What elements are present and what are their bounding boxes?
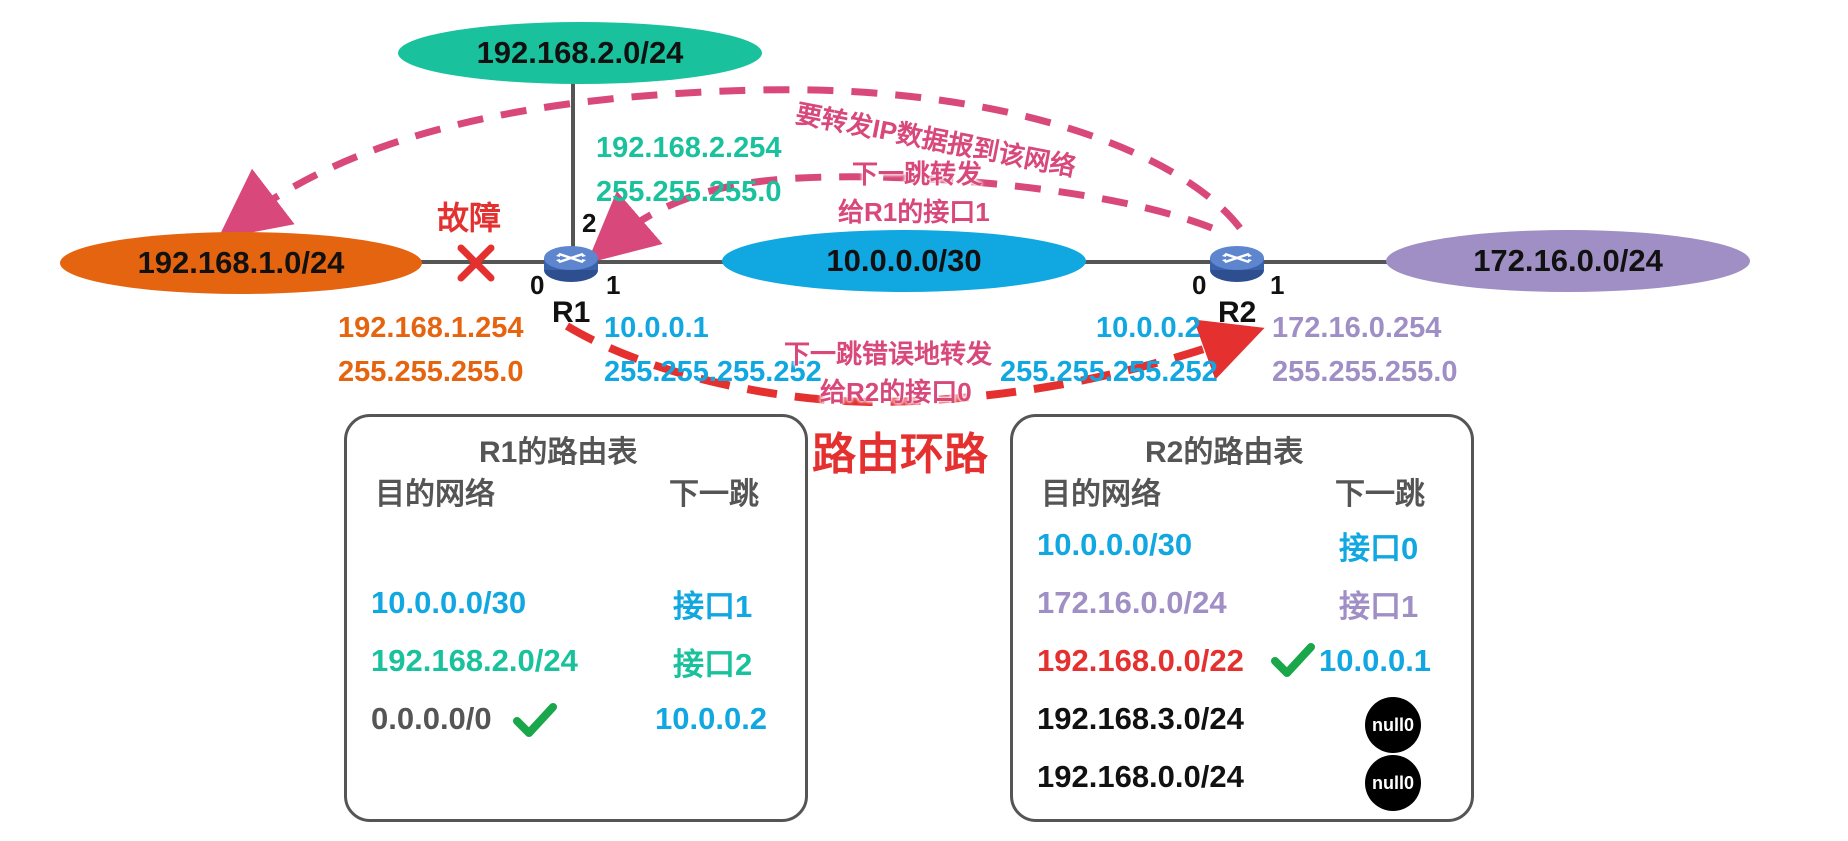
r2-if1-mask: 255.255.255.0 [1272, 356, 1458, 388]
r2-col-dest: 目的网络 [1041, 478, 1161, 511]
r2-name: R2 [1218, 296, 1257, 329]
r2-port-0: 0 [1192, 270, 1207, 300]
r1-table-title: R1的路由表 [479, 436, 638, 469]
r1-row2-dest: 192.168.2.0/24 [371, 643, 578, 678]
r1-if0-ip: 192.168.1.254 [338, 312, 524, 344]
arc-next-hop [586, 173, 1214, 264]
r1-row3-dest: 0.0.0.0/0 [371, 701, 492, 736]
arc-wrong-forward [564, 319, 1265, 407]
r1-if2-ip: 192.168.2.254 [596, 132, 782, 164]
r1-col-next: 下一跳 [669, 478, 759, 511]
annotation-wrong-2: 给R2的接口0 [820, 377, 972, 407]
r2-row2-next: 接口1 [1339, 589, 1419, 624]
r1-col-dest: 目的网络 [375, 478, 495, 511]
router-r1-icon [544, 246, 598, 282]
r1-routing-table: R1的路由表 目的网络 下一跳 10.0.0.0/30 接口1 192.168.… [344, 414, 808, 822]
r2-if0-mask: 255.255.255.252 [1000, 356, 1218, 388]
r2-row4-dest: 192.168.3.0/24 [1037, 701, 1244, 736]
r1-row1-next: 接口1 [673, 589, 753, 624]
fault-x-icon [457, 244, 495, 282]
network-left: 192.168.1.0/24 [60, 232, 422, 294]
fault-label: 故障 [437, 200, 502, 236]
annotation-next-hop-2: 给R1的接口1 [838, 197, 990, 227]
router-r2-icon [1210, 246, 1264, 282]
r2-port-1: 1 [1270, 270, 1285, 300]
network-top: 192.168.2.0/24 [398, 22, 762, 84]
r2-row1-dest: 10.0.0.0/30 [1037, 527, 1193, 562]
null0-badge: null0 [1365, 697, 1421, 753]
r2-row1-next: 接口0 [1339, 531, 1419, 566]
r1-name: R1 [552, 296, 591, 329]
r2-if1-ip: 172.16.0.254 [1272, 312, 1442, 344]
r1-row3-next: 10.0.0.2 [655, 701, 768, 736]
r1-if2-mask: 255.255.255.0 [596, 176, 782, 208]
r1-port-1: 1 [606, 270, 621, 300]
r1-port-2: 2 [582, 208, 597, 238]
r2-row3-dest: 192.168.0.0/22 [1037, 643, 1244, 678]
r1-row2-next: 接口2 [673, 647, 753, 682]
r1-if1-ip: 10.0.0.1 [604, 312, 709, 344]
r2-col-next: 下一跳 [1335, 478, 1425, 511]
r1-if0-mask: 255.255.255.0 [338, 356, 524, 388]
annotation-next-hop-1: 下一跳转发 [852, 159, 983, 189]
r2-row2-dest: 172.16.0.0/24 [1037, 585, 1227, 620]
check-icon [513, 703, 557, 737]
r1-if1-mask: 255.255.255.252 [604, 356, 822, 388]
null0-badge: null0 [1365, 755, 1421, 811]
r1-row1-dest: 10.0.0.0/30 [371, 585, 527, 620]
r2-row3-next: 10.0.0.1 [1319, 643, 1432, 678]
check-icon [1271, 643, 1315, 677]
network-middle: 10.0.0.0/30 [722, 230, 1086, 292]
r1-port-0: 0 [530, 270, 545, 300]
r2-table-title: R2的路由表 [1145, 436, 1304, 469]
r2-routing-table: R2的路由表 目的网络 下一跳 10.0.0.0/30 接口0 172.16.0… [1010, 414, 1474, 822]
annotation-wrong-1: 下一跳错误地转发 [784, 339, 993, 369]
r2-row5-dest: 192.168.0.0/24 [1037, 759, 1244, 794]
routing-loop-label: 路由环路 [812, 430, 988, 479]
r2-if0-ip: 10.0.0.2 [1096, 312, 1201, 344]
network-right: 172.16.0.0/24 [1386, 230, 1750, 292]
